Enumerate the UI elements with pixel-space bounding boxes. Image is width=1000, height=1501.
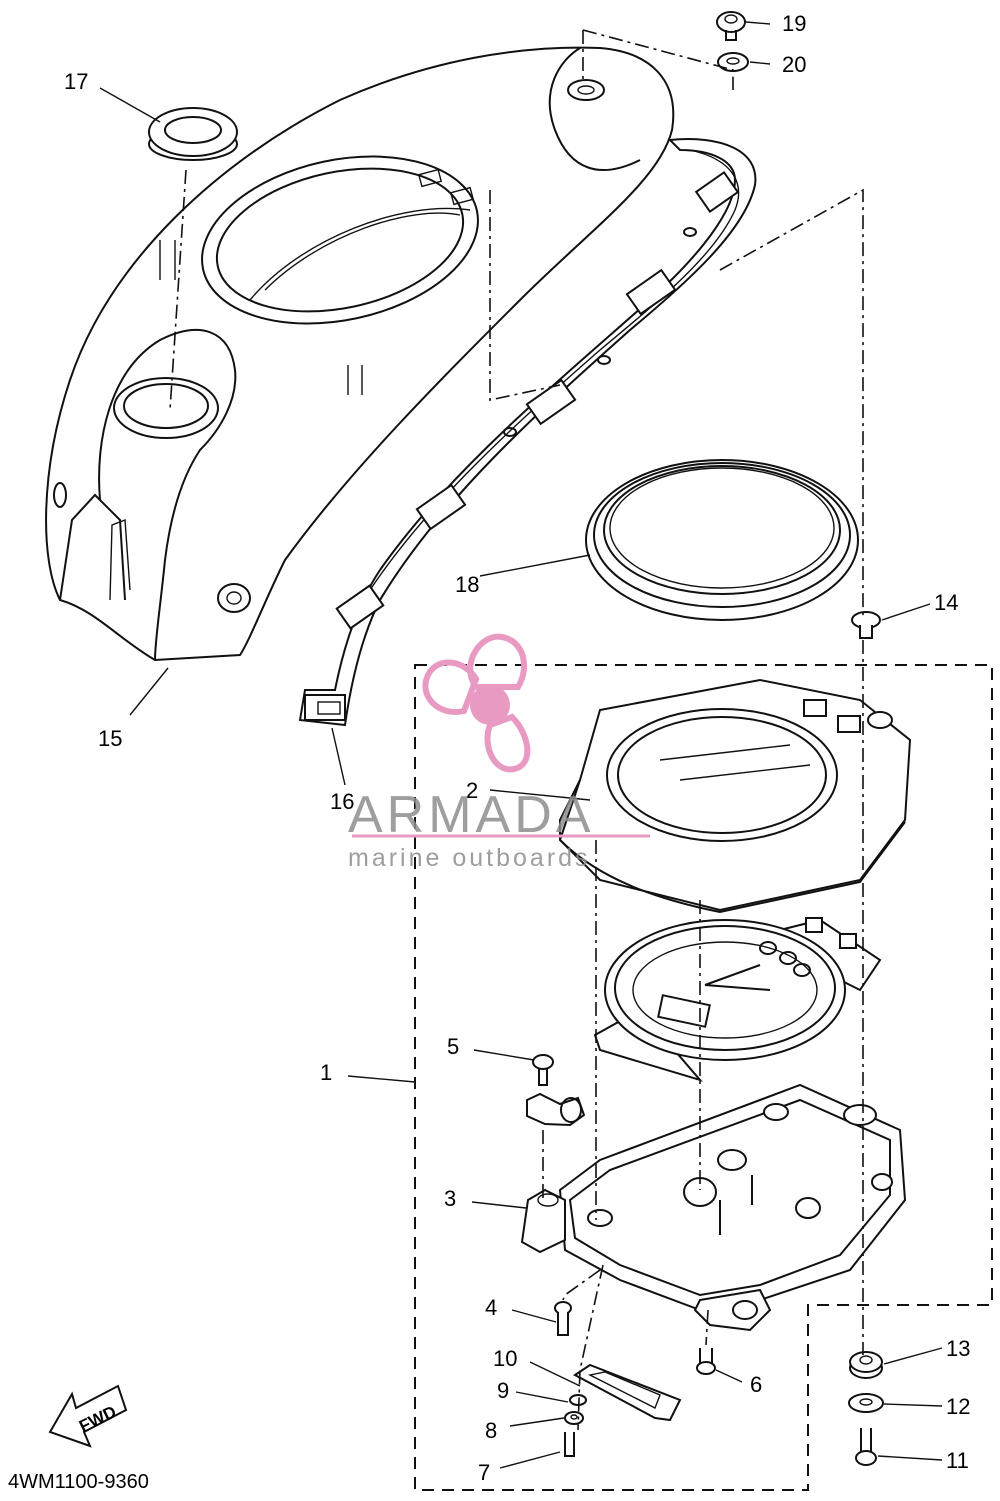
callout-19: 19 [782, 11, 806, 36]
callout-10: 10 [493, 1346, 517, 1371]
gasket-ring-part-18 [585, 459, 859, 621]
armada-watermark: ARMADA marine outboards [348, 633, 650, 872]
meter-dial [593, 917, 882, 1082]
screw-part-7 [564, 1432, 575, 1457]
meter-cover-part-15 [45, 46, 675, 662]
meter-case [558, 1083, 907, 1332]
callout-7: 7 [478, 1460, 490, 1485]
assembly-centerlines [169, 29, 864, 1431]
callout-6: 6 [750, 1372, 762, 1397]
grommet-part-13 [849, 1351, 883, 1379]
callout-11: 11 [946, 1448, 969, 1473]
watermark-tagline: marine outboards [348, 844, 591, 872]
callout-18: 18 [455, 572, 479, 597]
callout-2: 2 [466, 778, 478, 803]
forward-arrow-icon: FWD [48, 1384, 128, 1448]
callout-4: 4 [485, 1295, 497, 1320]
bolt-part-11 [855, 1428, 877, 1466]
screw-part-5 [532, 1054, 554, 1086]
washer-part-8 [564, 1411, 584, 1425]
screw-part-4 [554, 1301, 572, 1336]
leader-lines [99, 21, 943, 1469]
washer-part-20 [717, 52, 749, 72]
callout-8: 8 [485, 1418, 497, 1443]
callout-3: 3 [444, 1186, 456, 1211]
screw-part-6 [696, 1348, 716, 1375]
grommet-part-17 [148, 107, 238, 161]
callout-9: 9 [497, 1378, 509, 1403]
watermark-brand: ARMADA [348, 786, 594, 844]
callout-20: 20 [782, 52, 806, 77]
callout-15: 15 [98, 726, 122, 751]
callout-labels: 1 2 3 4 5 6 7 8 9 10 11 12 13 14 15 16 1… [64, 11, 970, 1485]
plate-part-10 [573, 1363, 682, 1422]
callout-13: 13 [946, 1336, 970, 1361]
callout-14: 14 [934, 590, 958, 615]
collar-part-12 [848, 1393, 884, 1413]
bracket-part-3 [520, 1188, 566, 1254]
callout-1: 1 [320, 1060, 332, 1085]
meter-panel-part-16 [298, 138, 757, 727]
callout-5: 5 [447, 1034, 459, 1059]
propeller-logo-icon [422, 633, 531, 773]
bolt-part-14 [851, 611, 881, 639]
lens-housing-part-2 [558, 678, 912, 914]
diagram-part-code: 4WM1100-9360 [8, 1471, 149, 1493]
callout-12: 12 [946, 1394, 970, 1419]
callout-17: 17 [64, 69, 88, 94]
cable-clamp [526, 1092, 586, 1127]
screw-part-19 [716, 11, 746, 41]
assembly-boundary-part-1 [414, 664, 993, 1491]
washer-part-9 [569, 1394, 587, 1406]
callout-16: 16 [330, 789, 354, 814]
